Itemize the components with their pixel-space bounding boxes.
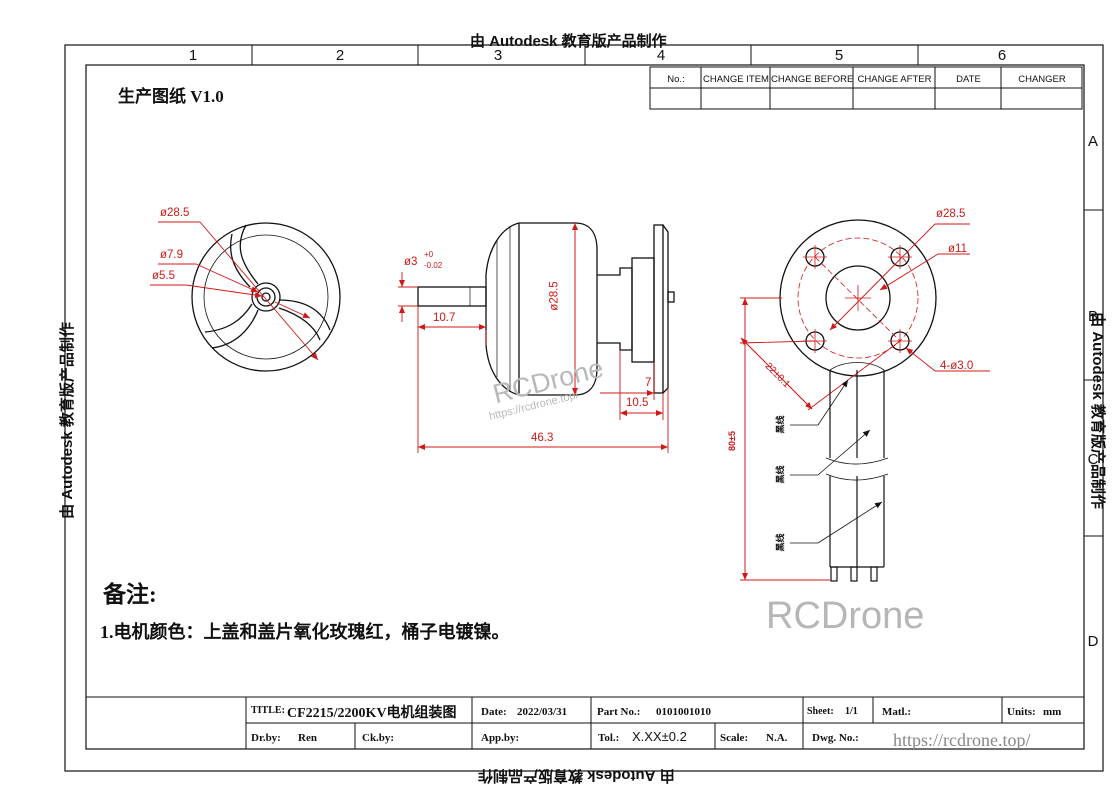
dim-shaft-tol-upper: +0 [424,250,434,259]
zone-row-c: C [1087,451,1099,468]
inner-border [85,64,1085,750]
rev-header-date: DATE [956,74,981,85]
wire-label-1: 黑线 [775,415,786,434]
zone-dividers [251,45,1103,537]
tb-date-label: Date: [481,706,507,718]
tb-part-label: Part No.: [597,706,641,718]
tb-dr-label: Dr.by: [251,732,281,744]
tb-dwg-label: Dwg. No.: [812,732,859,744]
outer-border [64,44,1104,772]
tb-units-value: mm [1043,706,1062,718]
rev-header-change-before: CHANGE BEFORE [771,74,854,85]
wire-label-3: 黑线 [775,533,786,552]
tb-part-value: 0101001010 [656,706,711,718]
side-view [417,222,675,396]
tb-scale-label: Scale: [720,732,749,744]
dim-d5-5: ø5.5 [152,270,176,282]
watermark-bottom: 由 Autodesk 教育版产品制作 [478,767,675,784]
bottom-view-centerlines [803,245,912,353]
top-view-dims [150,221,319,361]
tb-date-value: 2022/03/31 [517,706,568,718]
dim-shaft: ø3 [404,256,418,268]
watermark-right: 由 Autodesk 教育版产品制作 [1088,312,1106,509]
dim-len-46-3: 46.3 [531,432,554,444]
tb-title-value: CF2215/2200KV电机组装图 [287,706,457,721]
zone-col-3: 3 [493,47,503,64]
tb-tol-label: Tol.: [598,732,620,744]
dim-len-10-7: 10.7 [433,312,456,324]
zone-col-5: 5 [834,47,844,64]
dim-lead-length: 80±5 [726,431,737,451]
lead-wires [825,362,889,582]
tb-scale-value: N.A. [766,732,788,744]
bottom-view-dims [739,223,990,581]
watermark-top: 由 Autodesk 教育版产品制作 [470,33,667,50]
dim-d11: ø11 [948,243,967,255]
rev-header-change-item: CHANGE ITEM [703,74,769,85]
dim-len-7: 7 [645,377,652,389]
side-view-dims [398,223,669,453]
notes-line-1: 1.电机颜色：上盖和盖片氧化玫瑰红，桶子电镀镍。 [100,622,510,642]
watermark-left: 由 Autodesk 教育版产品制作 [58,322,76,519]
dim-holes: 4-ø3.0 [940,360,974,372]
tb-tol-value: X.XX±0.2 [632,729,687,744]
title-block-grid [86,696,1084,749]
top-view [191,222,341,372]
rcdrone-url-bottom: https://rcdrone.top/ [893,730,1031,750]
zone-row-d: D [1087,633,1099,650]
tb-ck-label: Ck.by: [362,732,395,744]
rev-header-changer: CHANGER [1018,74,1066,85]
rev-header-change-after: CHANGE AFTER [857,74,932,85]
tb-sheet-value: 1/1 [845,706,858,717]
zone-row-b: B [1087,308,1098,325]
notes-heading: 备注: [103,582,157,607]
zone-col-2: 2 [335,47,345,64]
dim-d28-5-right: ø28.5 [936,208,966,220]
wire-leaders [790,379,883,544]
dim-d28-5-side: ø28.5 [548,281,561,311]
rev-header-no: No.: [667,74,685,85]
dim-len-10-5: 10.5 [626,397,649,409]
dim-shaft-tol-lower: -0.02 [424,261,443,270]
tb-sheet-label: Sheet: [807,706,834,717]
wire-label-2: 黑线 [775,465,786,484]
tb-units-label: Units: [1007,706,1036,718]
tb-app-label: App.by: [481,732,520,744]
tb-title-label: TITLE: [251,705,285,716]
zone-col-1: 1 [188,47,198,64]
zone-row-a: A [1087,133,1098,150]
zone-col-6: 6 [997,47,1007,64]
tb-matl-label: Matl.: [882,706,912,718]
dim-d7-9: ø7.9 [160,249,184,261]
drawing-title: 生产图纸 V1.0 [118,87,224,106]
revision-table-grid [649,66,1083,110]
zone-col-4: 4 [656,47,666,64]
tb-dr-value: Ren [298,732,317,744]
dim-d28-5-left: ø28.5 [160,207,190,219]
rcdrone-watermark-right: RCDrone [766,595,925,637]
